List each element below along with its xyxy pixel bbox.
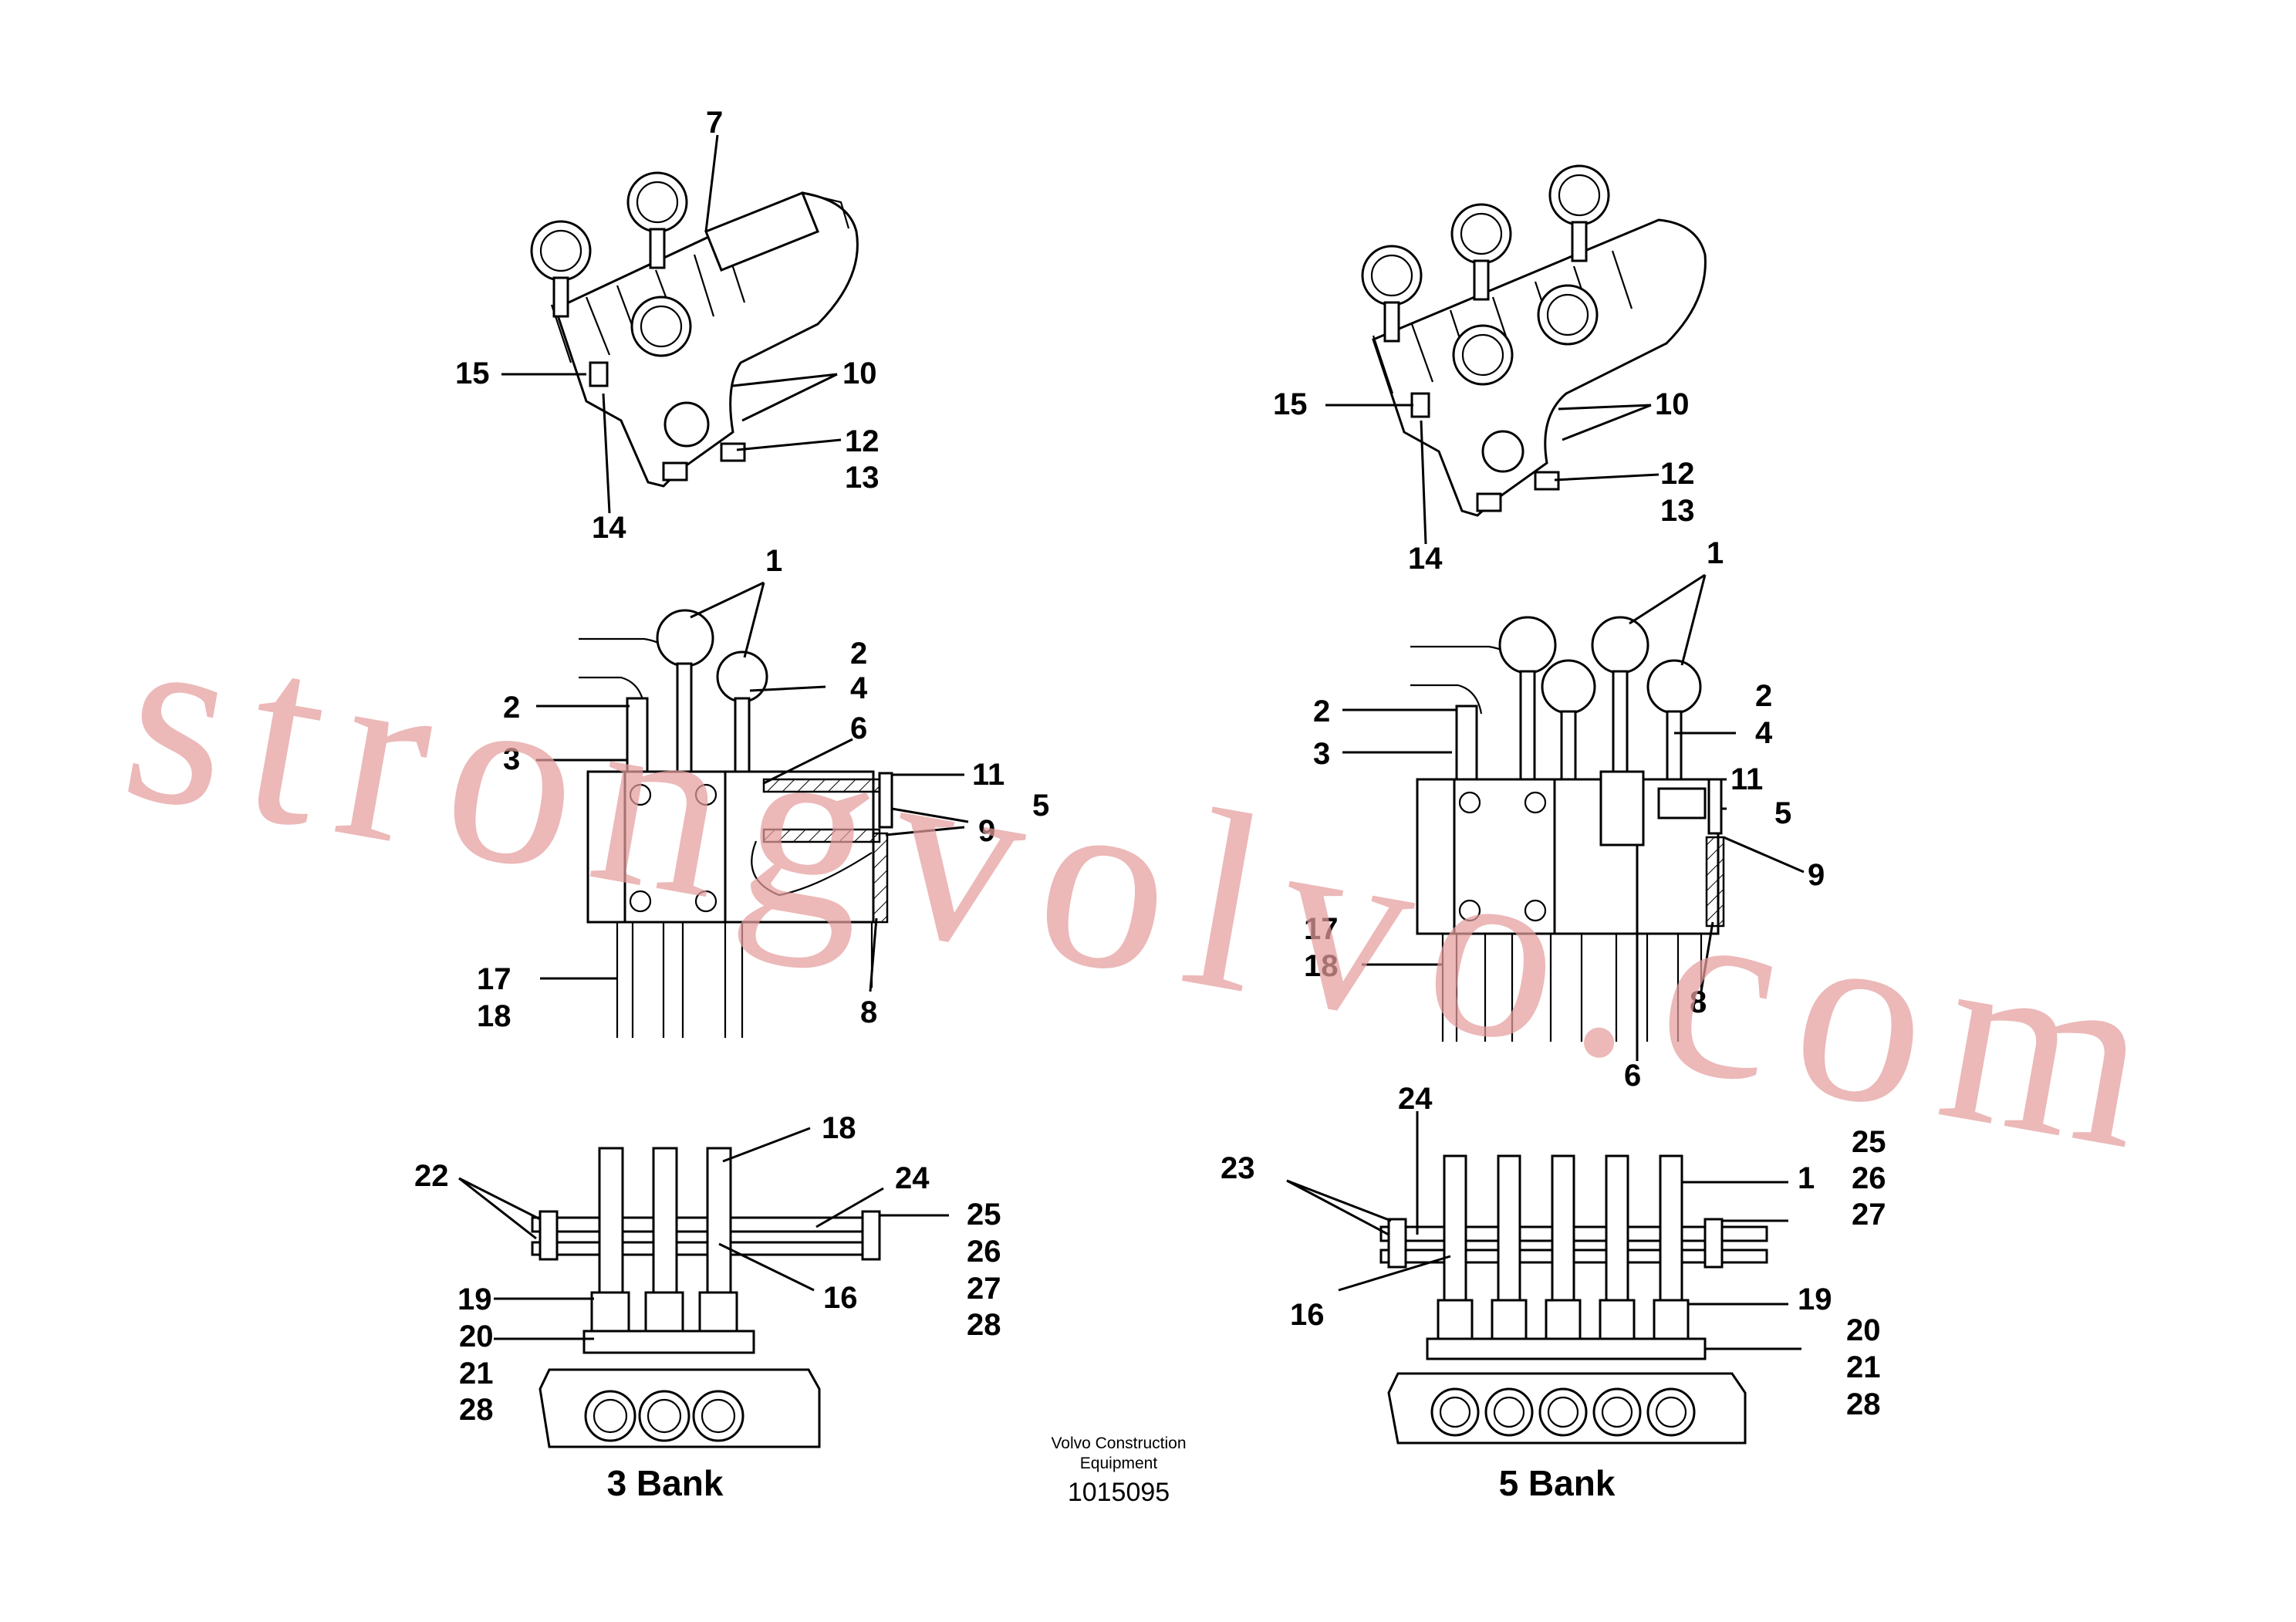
callout: 1 [1707,536,1724,570]
callout: 3 [503,742,520,776]
callout: 20 [459,1320,494,1353]
callout: 18 [1304,949,1339,983]
callout: 2 [1755,679,1772,713]
callout: 1 [1798,1161,1815,1195]
document-number: 1015095 [1068,1478,1170,1507]
callout: 5 [1774,796,1791,830]
callout: 26 [1852,1161,1886,1195]
three-bank-caption: 3 Bank [607,1463,724,1503]
callout: 26 [967,1235,1001,1269]
callout: 16 [1290,1298,1325,1332]
callout: 19 [458,1282,492,1316]
callout: 18 [477,999,512,1033]
callout: 1 [765,544,782,578]
callout: 15 [455,357,490,390]
callout: 11 [972,758,1004,792]
callout: 4 [850,671,868,705]
watermark: strongvolvo.com [107,570,2190,1207]
callout: 14 [1408,542,1443,576]
callout: 25 [1852,1125,1886,1159]
three-bank-valve-linkage [531,1147,881,1448]
callout: 23 [1221,1151,1255,1185]
callout: 21 [1846,1350,1881,1384]
callout: 8 [860,995,877,1029]
callout: 22 [414,1159,449,1193]
five-bank-lever-bracket [1361,164,1707,517]
callout: 17 [477,962,512,996]
callout: 15 [1273,387,1308,421]
callout: 4 [1755,716,1773,750]
callout: 28 [1846,1387,1881,1421]
five-bank-valve-linkage [1379,1154,1768,1445]
callout: 9 [1808,858,1825,892]
callout: 10 [842,357,877,390]
five-bank-caption: 5 Bank [1499,1463,1616,1503]
callout: 5 [1032,789,1049,823]
callout: 17 [1304,912,1339,946]
callout: 9 [978,814,995,848]
callout: 25 [967,1198,1001,1232]
callout: 8 [1690,985,1707,1019]
callout: 19 [1798,1282,1832,1316]
three-bank-side-view [579,609,893,1038]
callout: 14 [592,511,626,545]
five-bank-callouts: 10 15 12 13 14 1 2 4 2 3 11 5 9 17 18 8 … [1221,387,1886,1421]
callout: 27 [1852,1198,1886,1232]
callout: 13 [1660,494,1695,528]
callout: 16 [823,1281,858,1315]
callout: 2 [503,691,520,725]
three-bank-callouts: 7 10 12 13 14 15 1 2 4 6 2 3 11 5 9 17 1… [414,106,1049,1427]
callout: 2 [1313,694,1330,728]
leader-lines [458,134,1805,1350]
callout: 12 [845,424,880,458]
credit-line-1: Volvo Construction [1051,1434,1186,1452]
callout: 10 [1655,387,1690,421]
callout: 12 [1660,457,1695,491]
callout: 6 [1624,1059,1641,1093]
callout: 28 [967,1308,1001,1342]
callout: 27 [967,1272,1001,1306]
callout: 24 [895,1161,930,1195]
callout: 28 [459,1393,494,1427]
credit-line-2: Equipment [1080,1455,1158,1472]
five-bank-side-view [1410,616,1725,1042]
callout: 2 [850,637,867,671]
callout: 21 [459,1357,494,1391]
callout: 20 [1846,1313,1881,1347]
callout: 11 [1730,762,1763,796]
callout: 6 [850,711,867,745]
three-bank-lever-bracket [530,171,859,488]
callout: 3 [1313,737,1330,771]
callout: 24 [1398,1082,1433,1116]
callout: 13 [845,461,880,495]
callout: 18 [822,1111,856,1145]
callout: 7 [706,106,723,140]
